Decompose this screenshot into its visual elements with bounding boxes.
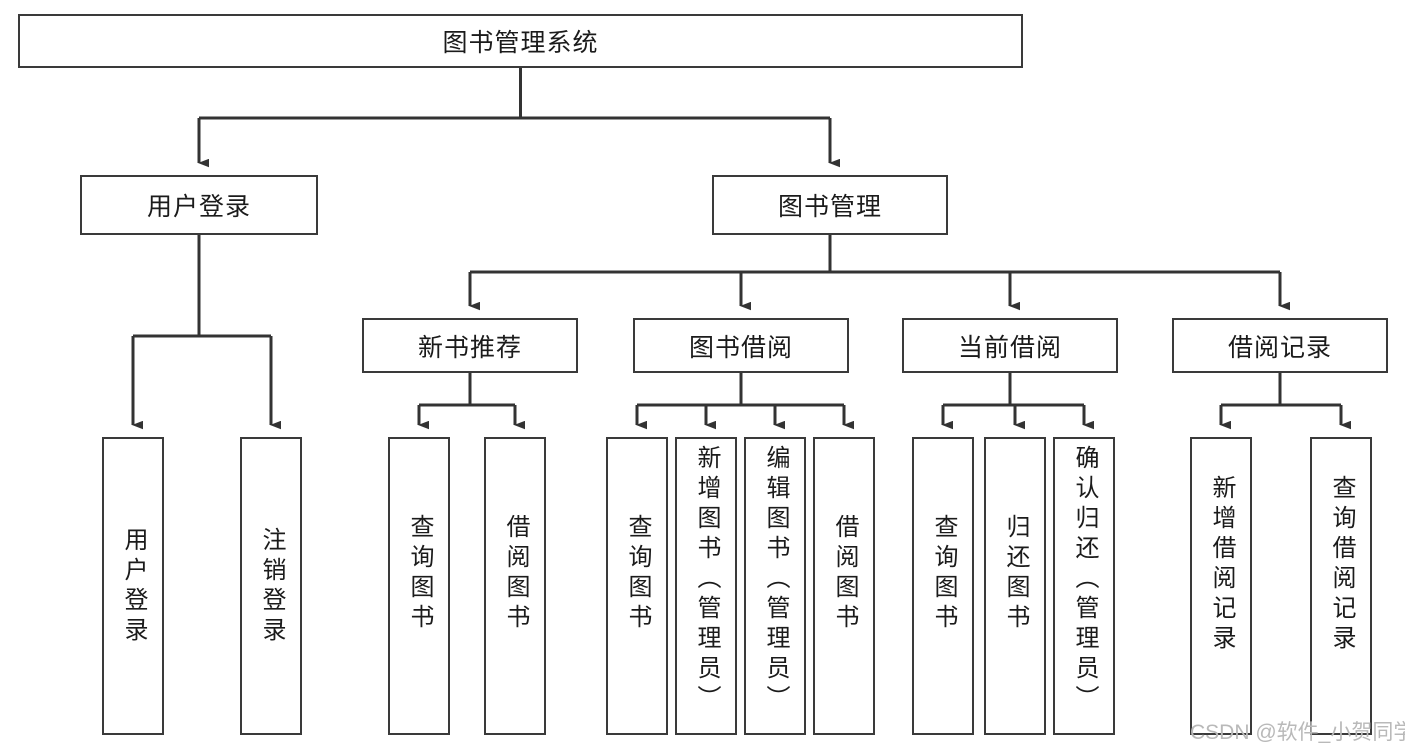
leaf-borrow-book-2[interactable]: 借阅图书: [813, 437, 875, 735]
leaf-query-book-2[interactable]: 查询图书: [606, 437, 668, 735]
node-current-borrow[interactable]: 当前借阅: [902, 318, 1118, 373]
node-user-login[interactable]: 用户登录: [80, 175, 318, 235]
leaf-query-borrow-record-label: 查询借阅记录: [1328, 475, 1355, 655]
leaf-query-book-2-label: 查询图书: [624, 514, 651, 634]
leaf-user-login-label: 用户登录: [120, 527, 147, 647]
node-new-book-recommend[interactable]: 新书推荐: [362, 318, 578, 373]
node-borrow-records-label: 借阅记录: [1227, 333, 1332, 362]
leaf-borrow-book-1-label: 借阅图书: [502, 514, 529, 634]
leaf-borrow-book-1[interactable]: 借阅图书: [484, 437, 546, 735]
node-borrow-records[interactable]: 借阅记录: [1172, 318, 1388, 373]
leaf-query-borrow-record[interactable]: 查询借阅记录: [1310, 437, 1372, 735]
leaf-user-login[interactable]: 用户登录: [102, 437, 164, 735]
leaf-query-book-3-label: 查询图书: [930, 514, 957, 634]
leaf-confirm-return-admin-label: 确认归还（管理员）: [1071, 445, 1098, 715]
leaf-edit-book-admin-label: 编辑图书（管理员）: [762, 445, 789, 715]
node-root[interactable]: 图书管理系统: [18, 14, 1023, 68]
leaf-query-book-1[interactable]: 查询图书: [388, 437, 450, 735]
leaf-return-book-label: 归还图书: [1002, 514, 1029, 634]
leaf-edit-book-admin[interactable]: 编辑图书（管理员）: [744, 437, 806, 735]
leaf-add-borrow-record[interactable]: 新增借阅记录: [1190, 437, 1252, 735]
node-user-login-label: 用户登录: [146, 193, 251, 221]
leaf-add-book-admin-label: 新增图书（管理员）: [693, 445, 720, 715]
leaf-return-book[interactable]: 归还图书: [984, 437, 1046, 735]
leaf-add-book-admin[interactable]: 新增图书（管理员）: [675, 437, 737, 735]
node-book-management-label: 图书管理: [777, 193, 882, 221]
leaf-confirm-return-admin[interactable]: 确认归还（管理员）: [1053, 437, 1115, 735]
node-current-borrow-label: 当前借阅: [957, 333, 1062, 362]
leaf-query-book-1-label: 查询图书: [406, 514, 433, 634]
node-book-borrow-label: 图书借阅: [688, 333, 793, 362]
leaf-query-book-3[interactable]: 查询图书: [912, 437, 974, 735]
node-book-management[interactable]: 图书管理: [712, 175, 948, 235]
leaf-add-borrow-record-label: 新增借阅记录: [1208, 475, 1235, 655]
leaf-logout[interactable]: 注销登录: [240, 437, 302, 735]
leaf-borrow-book-2-label: 借阅图书: [831, 514, 858, 634]
node-new-book-recommend-label: 新书推荐: [417, 333, 522, 362]
node-root-label: 图书管理系统: [442, 29, 599, 57]
leaf-logout-label: 注销登录: [258, 527, 285, 647]
node-book-borrow[interactable]: 图书借阅: [633, 318, 849, 373]
watermark: CSDN @软件_小贺同学: [1190, 721, 1405, 744]
